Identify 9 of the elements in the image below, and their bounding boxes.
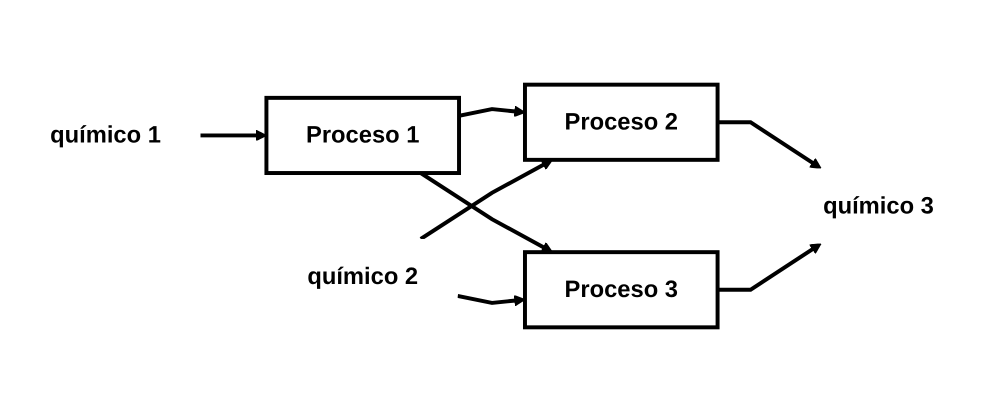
- node-box: Proceso 3: [523, 250, 720, 330]
- node-text: químico 1: [50, 122, 161, 148]
- node-text: químico 3: [823, 192, 934, 219]
- arrow: [718, 243, 822, 292]
- node-box: Proceso 2: [523, 82, 720, 162]
- node-text: químico 2: [307, 262, 418, 290]
- arrow: [718, 120, 822, 169]
- node-box: Proceso 1: [264, 96, 461, 175]
- arrow: [420, 159, 553, 241]
